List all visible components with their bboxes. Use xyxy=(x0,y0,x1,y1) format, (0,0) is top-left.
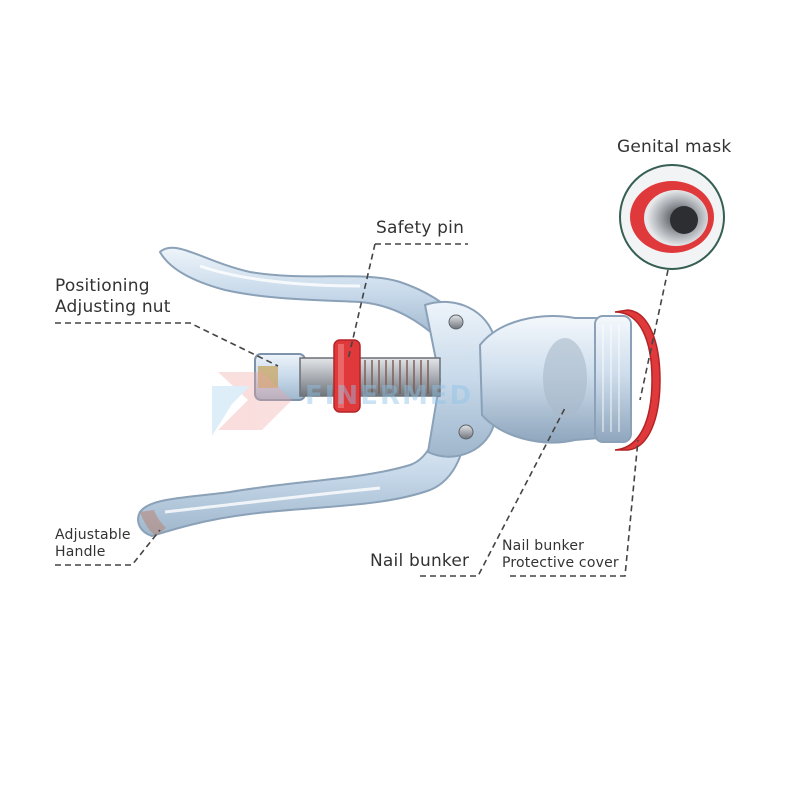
watermark-logo xyxy=(212,372,292,436)
positioning-label-line-1: Positioning xyxy=(55,276,150,296)
genital-mask-inset xyxy=(619,164,725,270)
leader-protective-cover xyxy=(510,439,639,577)
nail-bunker-body xyxy=(478,315,601,444)
protective-cover xyxy=(594,309,661,451)
adjustable-handle-label: Adjustable Handle xyxy=(55,527,131,561)
leader-lines xyxy=(55,243,669,577)
protective-cover-label-line-2: Protective cover xyxy=(502,555,619,571)
watermark-text: FINERMED xyxy=(305,381,474,411)
genital-mask-label: Genital mask xyxy=(617,137,732,157)
leader-adjustable-handle xyxy=(55,529,161,566)
safety-pin-ring xyxy=(333,339,361,413)
leader-nail-bunker xyxy=(420,407,566,577)
leader-genital-mask xyxy=(639,269,669,401)
adjustable-handle-label-line-1: Adjustable xyxy=(55,527,131,543)
positioning-label-line-2: Adjusting nut xyxy=(55,297,171,317)
lower-handle xyxy=(137,408,467,538)
adjustable-handle-label-line-2: Handle xyxy=(55,544,106,560)
protective-cover-label-line-1: Nail bunker xyxy=(502,538,585,554)
upper-handle xyxy=(158,246,464,342)
positioning-adjusting-nut-label: Positioning Adjusting nut xyxy=(55,276,171,318)
nail-bunker-protective-cover-label: Nail bunker Protective cover xyxy=(502,538,619,572)
safety-pin-label: Safety pin xyxy=(376,218,465,238)
nail-bunker-label: Nail bunker xyxy=(370,551,470,571)
leader-positioning-nut xyxy=(55,322,279,367)
threaded-rod xyxy=(254,353,441,401)
fork-body xyxy=(423,300,496,458)
